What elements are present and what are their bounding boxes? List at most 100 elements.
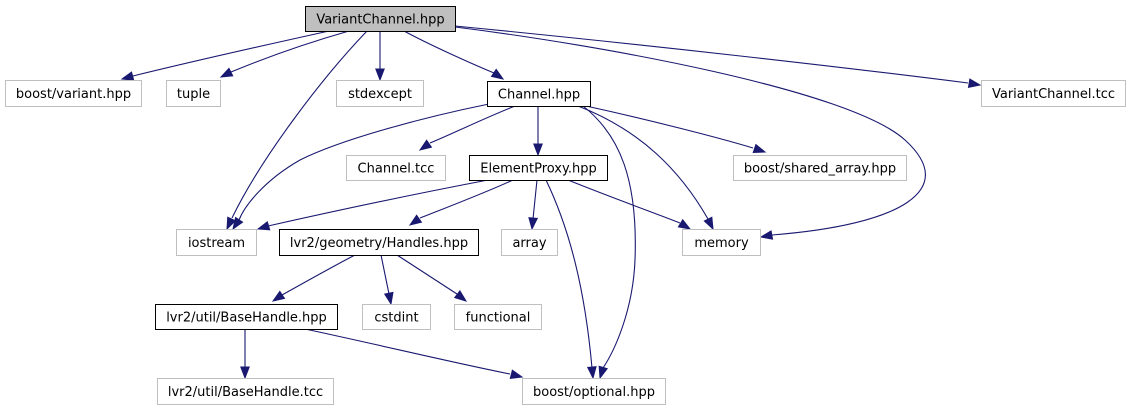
node-label: Channel.tcc [358, 162, 435, 177]
arrowhead-icon [232, 216, 244, 231]
node-label: lvr2/geometry/Handles.hpp [290, 236, 468, 251]
node-box [5, 80, 142, 107]
node-boost-shared-array: boost/shared_array.hpp [733, 155, 907, 181]
node-boost-optional: boost/optional.hpp [522, 378, 666, 405]
edge-basehandle_hpp-to-boost_optional [304, 328, 524, 379]
arrowhead-icon [418, 139, 433, 151]
edge-line [238, 103, 490, 221]
edge-line [281, 254, 356, 296]
edge-line [585, 105, 754, 149]
edge-elementproxy_hpp-to-iostream [256, 179, 489, 231]
edge-elementproxy_hpp-to-array [528, 179, 539, 231]
edge-line [396, 254, 458, 295]
arrowhead-icon [967, 78, 982, 88]
edge-channel_hpp-to-elementproxy_hpp [533, 106, 543, 157]
node-box [682, 229, 761, 256]
node-label: lvr2/util/BaseHandle.hpp [166, 311, 327, 326]
edge-line [403, 30, 495, 74]
edge-variantchannel_hpp-to-variantchannel_tcc [454, 25, 982, 88]
edge-basehandle_hpp-to-basehandle_tcc [240, 329, 250, 380]
node-label: array [512, 236, 546, 251]
arrowhead-icon [226, 216, 237, 231]
node-variantchannel-hpp[interactable]: VariantChannel.hpp [305, 6, 456, 32]
arrowhead-icon [703, 216, 714, 231]
node-label: boost/variant.hpp [16, 87, 131, 102]
arrowhead-icon [219, 67, 234, 78]
edge-line [304, 328, 511, 375]
edge-line [230, 30, 350, 73]
arrowhead-icon [598, 365, 609, 380]
node-box [487, 81, 591, 107]
node-box [166, 80, 221, 107]
node-box [155, 304, 338, 330]
arrowhead-icon [528, 217, 539, 231]
node-channel-tcc: Channel.tcc [346, 155, 446, 181]
edge-variantchannel_hpp-to-boost_variant [120, 30, 330, 81]
node-label: cstdint [374, 311, 418, 326]
arrowhead-icon [383, 291, 394, 306]
edge-line [454, 26, 926, 236]
node-box [346, 155, 446, 181]
edge-line [567, 179, 681, 224]
arrowhead-icon [271, 290, 286, 302]
node-box [362, 304, 431, 330]
edge-line [545, 179, 593, 369]
arrowhead-icon [375, 68, 385, 82]
node-handles-hpp[interactable]: lvr2/geometry/Handles.hpp [279, 229, 479, 256]
edge-channel_hpp-to-channel_tcc [418, 105, 516, 151]
edges-layer [120, 25, 982, 380]
node-boost-variant: boost/variant.hpp [5, 80, 142, 107]
edge-handles_hpp-to-cstdint [380, 254, 394, 306]
edge-variantchannel_hpp-to-stdexcept [375, 31, 385, 82]
node-box [176, 229, 257, 256]
node-label: stdexcept [348, 87, 412, 102]
node-stdexcept: stdexcept [336, 80, 424, 107]
arrowhead-icon [509, 369, 524, 379]
node-box [469, 155, 608, 181]
arrowhead-icon [408, 214, 423, 226]
node-box [522, 378, 666, 405]
node-box [336, 80, 424, 107]
edge-channel_hpp-to-iostream [232, 103, 490, 231]
edge-elementproxy_hpp-to-boost_optional [545, 179, 597, 380]
edge-line [577, 105, 709, 220]
node-label: VariantChannel.hpp [316, 13, 444, 28]
node-channel-hpp[interactable]: Channel.hpp [487, 81, 591, 107]
edge-line [532, 179, 538, 220]
edge-channel_hpp-to-boost_shared_array [585, 105, 767, 154]
edge-variantchannel_hpp-to-channel_hpp [403, 30, 505, 80]
node-box [501, 229, 558, 256]
arrowhead-icon [677, 218, 692, 230]
edge-handles_hpp-to-functional [396, 254, 468, 302]
node-functional: functional [454, 304, 542, 330]
arrowhead-icon [759, 230, 774, 240]
arrowhead-icon [490, 68, 505, 80]
node-box [279, 229, 479, 256]
edge-variantchannel_hpp-to-memory [454, 26, 926, 240]
node-label: lvr2/util/BaseHandle.tcc [168, 385, 323, 400]
arrowhead-icon [120, 71, 135, 81]
node-box [454, 304, 542, 330]
edge-line [231, 30, 368, 219]
node-elementproxy-hpp[interactable]: ElementProxy.hpp [469, 155, 608, 181]
node-label: boost/shared_array.hpp [744, 162, 896, 177]
edge-elementproxy_hpp-to-memory [567, 179, 692, 230]
node-cstdint: cstdint [362, 304, 431, 330]
edge-line [582, 105, 636, 369]
node-label: memory [694, 236, 749, 251]
node-box [305, 6, 456, 32]
node-label: iostream [188, 236, 245, 251]
node-variantchannel-tcc: VariantChannel.tcc [981, 80, 1126, 107]
node-basehandle-hpp[interactable]: lvr2/util/BaseHandle.hpp [155, 304, 338, 330]
edge-line [380, 254, 390, 295]
edge-variantchannel_hpp-to-iostream [226, 30, 368, 231]
node-iostream: iostream [176, 229, 257, 256]
arrowhead-icon [586, 366, 597, 380]
node-label: functional [466, 311, 531, 326]
node-basehandle-tcc: lvr2/util/BaseHandle.tcc [157, 378, 334, 405]
edge-line [419, 179, 514, 219]
arrowhead-icon [533, 143, 543, 157]
edge-variantchannel_hpp-to-tuple [219, 30, 350, 78]
node-array: array [501, 229, 558, 256]
